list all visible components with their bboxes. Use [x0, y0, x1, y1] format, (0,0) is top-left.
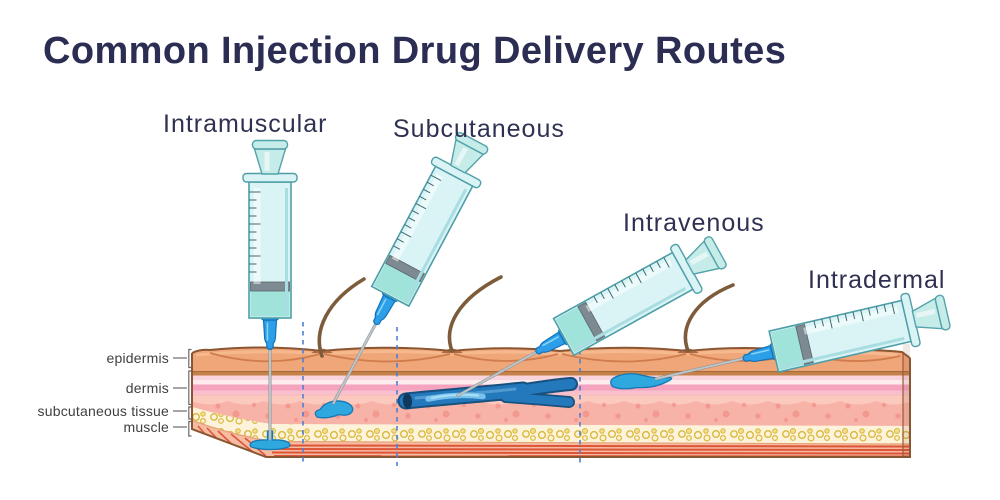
route-label-intravenous: Intravenous	[623, 209, 765, 237]
layer-label-connectors	[173, 348, 192, 437]
subcutaneous-splash	[314, 400, 354, 419]
epidermis-seams	[209, 352, 901, 363]
subcutaneous-fat-layer	[192, 407, 910, 444]
epidermis-layer	[192, 347, 910, 372]
block-right-face	[903, 344, 910, 457]
hair-2	[447, 275, 503, 353]
intradermal-splash	[610, 373, 673, 390]
route-label-intradermal: Intradermal	[808, 266, 946, 294]
vein	[397, 377, 578, 410]
layer-label-epidermis: epidermis	[106, 350, 169, 366]
basal-line	[192, 371, 910, 376]
hair-1	[317, 277, 366, 358]
layer-label-dermis: dermis	[125, 380, 169, 396]
layer-label-subcutaneous-tissue: subcutaneous tissue	[37, 403, 169, 419]
hair-3	[683, 283, 735, 353]
skin-block	[192, 344, 910, 457]
page-title: Common Injection Drug Delivery Routes	[43, 30, 787, 72]
route-label-subcutaneous: Subcutaneous	[393, 115, 565, 143]
block-outline	[191, 353, 911, 458]
route-divider-dashed-lines	[302, 322, 581, 466]
route-label-intramuscular: Intramuscular	[163, 110, 328, 138]
hairs	[317, 275, 735, 358]
layer-label-muscle: muscle	[123, 419, 169, 435]
